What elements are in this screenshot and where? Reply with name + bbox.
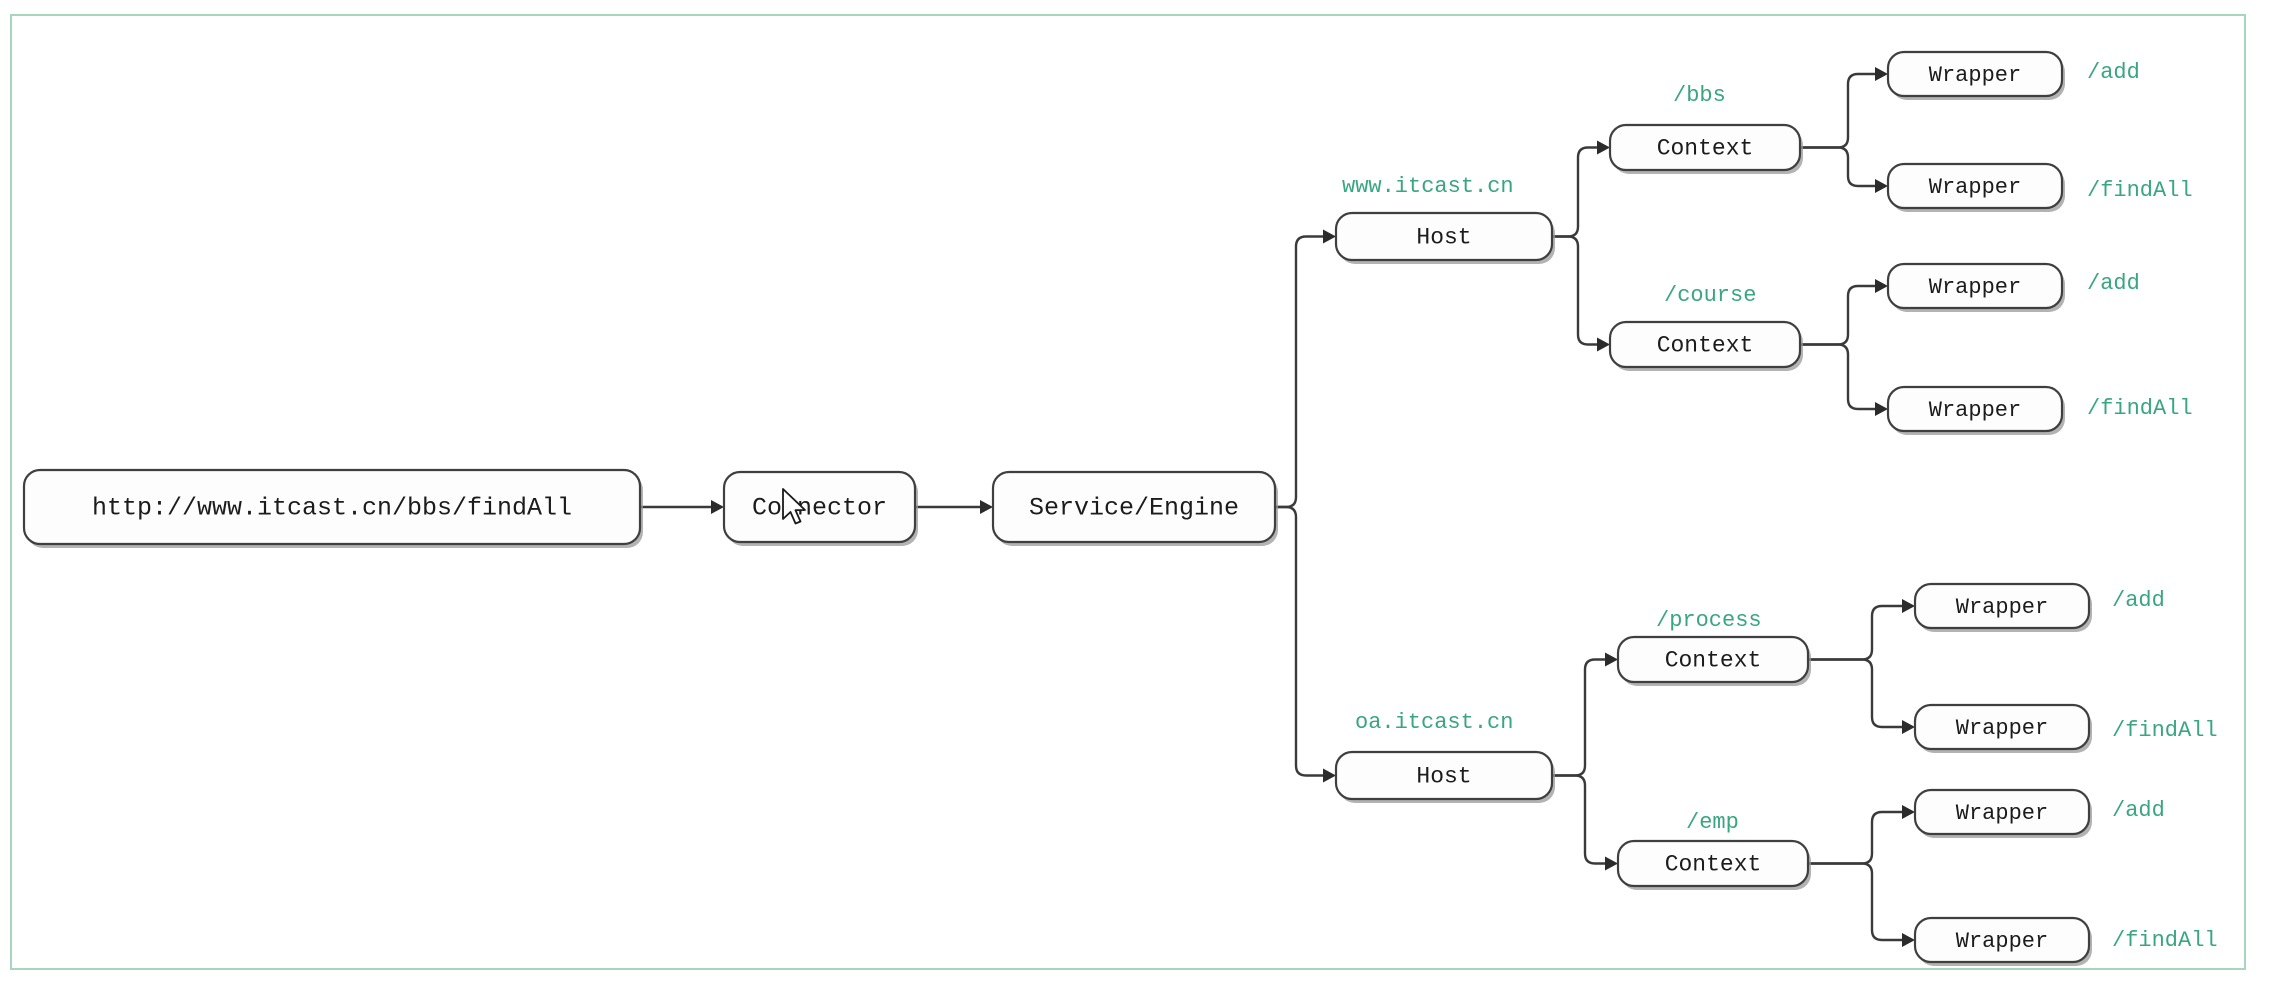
diagram-frame: [10, 14, 2246, 970]
